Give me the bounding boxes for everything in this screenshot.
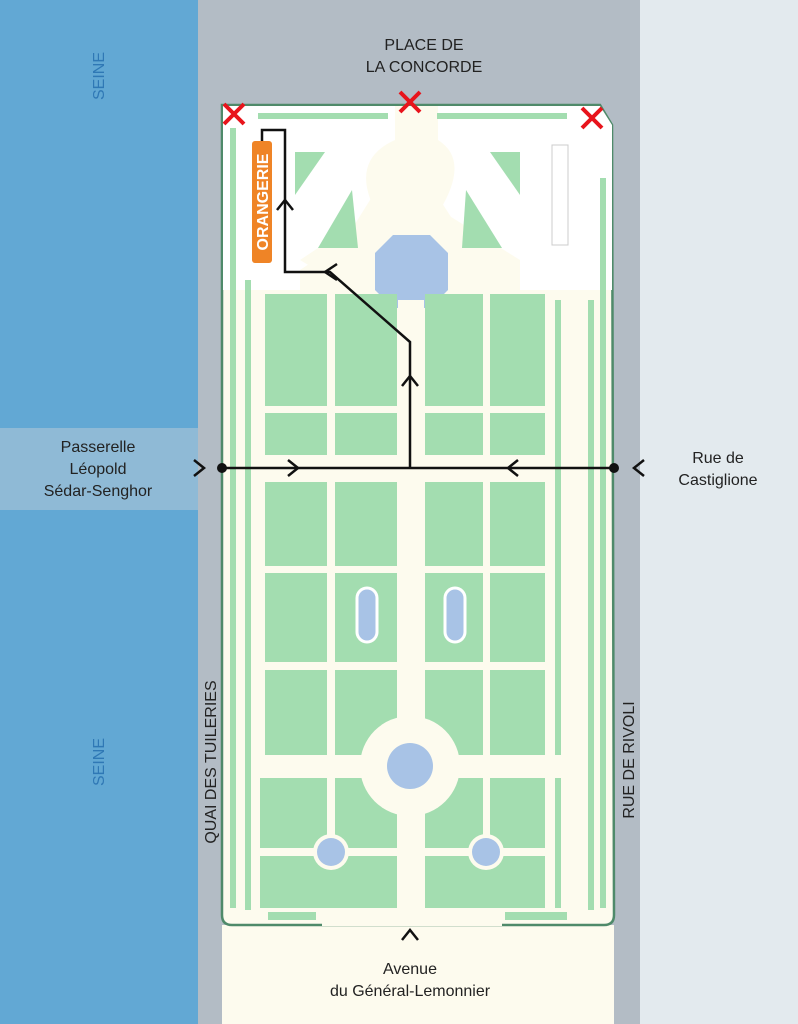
closed-icon [580, 106, 604, 130]
lawn [437, 113, 567, 119]
lawn [600, 178, 606, 908]
place-concorde-line1: PLACE DE [384, 37, 463, 54]
place-concorde-line2: LA CONCORDE [366, 59, 482, 76]
lawn [230, 128, 236, 908]
entry-arrow-right [631, 459, 645, 477]
octagon-plaza [300, 106, 520, 320]
castiglione-line1: Rue de [692, 450, 744, 467]
oval-basin-right [443, 586, 467, 644]
closed-icon [398, 90, 422, 114]
lawn [462, 190, 502, 248]
castiglione-line2: Castiglione [678, 472, 757, 489]
lawn [295, 152, 325, 195]
octagon-basin [375, 235, 448, 308]
lawn-grid [260, 294, 567, 920]
right-district [640, 0, 798, 1024]
passerelle-line2: Léopold [70, 461, 127, 478]
seine-river [0, 0, 198, 1024]
seine-label-top: SEINE [91, 52, 108, 100]
orangerie-badge[interactable] [252, 141, 272, 263]
rue-rivoli-label: RUE DE RIVOLI [621, 701, 638, 818]
quai-tuileries-label: QUAI DES TUILERIES [203, 680, 220, 843]
lawn [490, 152, 520, 195]
closed-icon [222, 102, 246, 126]
closed-gates [222, 90, 604, 130]
entry-arrow-left [193, 459, 207, 477]
avenue-line1: Avenue [383, 961, 437, 978]
entry-dot-right [609, 463, 619, 473]
route [193, 128, 645, 941]
avenue-line2: du Général-Lemonnier [330, 983, 491, 1000]
terrace-building [551, 144, 569, 246]
entry-dot-left [217, 463, 227, 473]
entry-arrow-bottom [401, 927, 419, 941]
small-basin-left [317, 838, 345, 866]
bottom-plaza [222, 925, 614, 1024]
round-basin [387, 743, 433, 789]
passerelle-line3: Sédar-Senghor [44, 483, 153, 500]
small-basin-right [472, 838, 500, 866]
lawn [258, 113, 388, 119]
south-gate [322, 916, 502, 926]
orangerie-label: ORANGERIE [255, 153, 272, 250]
lawn [318, 190, 358, 248]
seine-label-bottom: SEINE [91, 738, 108, 786]
passerelle-band [0, 428, 198, 510]
lawn [588, 300, 594, 910]
lawn [245, 280, 251, 910]
passerelle-line1: Passerelle [61, 439, 136, 456]
oval-basin-left [355, 586, 379, 644]
